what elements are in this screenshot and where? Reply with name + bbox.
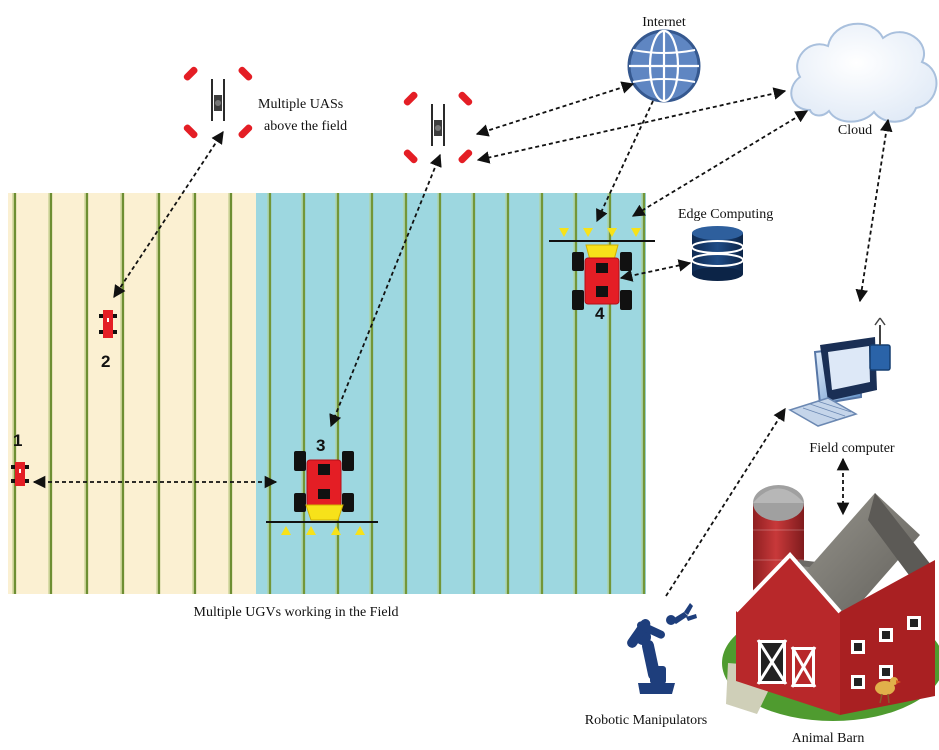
cloud-to-uas-link	[476, 87, 787, 164]
label-field-computer: Field computer	[809, 441, 894, 456]
label-uas-line-2: above the field	[264, 119, 347, 134]
robot-4-icon	[549, 228, 655, 310]
chicken-icon	[875, 677, 901, 704]
uas-drone-left-icon	[183, 66, 253, 139]
animal-barn-icon	[722, 485, 939, 721]
robot-1-number: 1	[13, 431, 22, 450]
robot-4-to-edge-link	[619, 259, 692, 282]
robotic-manipulator-icon	[627, 603, 697, 694]
cloud-icon	[790, 22, 938, 123]
robot-2-icon	[99, 310, 117, 338]
robot-4-number: 4	[595, 304, 605, 323]
uas-drone-center-icon	[403, 91, 473, 164]
label-animal-barn: Animal Barn	[792, 731, 865, 746]
label-uas-line-1: Multiple UASs	[258, 97, 343, 112]
cloud-to-robot-4-link	[631, 110, 809, 217]
field-area	[8, 193, 646, 594]
cloud-to-field-computer-link	[855, 118, 893, 303]
communication-links	[32, 81, 893, 597]
robot-2-number: 2	[101, 352, 110, 371]
label-internet: Internet	[642, 15, 686, 30]
label-edge-computing: Edge Computing	[678, 207, 773, 222]
uas-left-to-robot-2-link	[113, 130, 224, 299]
internet-to-uas-link	[475, 81, 635, 137]
left-crop-rows	[8, 193, 256, 594]
robot-1-icon	[11, 462, 29, 486]
edge-database-icon	[691, 226, 744, 281]
robot-3-number: 3	[316, 436, 325, 455]
label-ugvs: Multiple UGVs working in the Field	[194, 605, 399, 620]
robot-3-icon	[266, 451, 378, 535]
internet-globe-icon	[627, 29, 701, 103]
label-robotic-manipulators: Robotic Manipulators	[585, 713, 708, 728]
robotic-manipulator-link	[665, 407, 786, 597]
field-computer-icon	[788, 317, 891, 427]
label-cloud: Cloud	[838, 123, 872, 138]
